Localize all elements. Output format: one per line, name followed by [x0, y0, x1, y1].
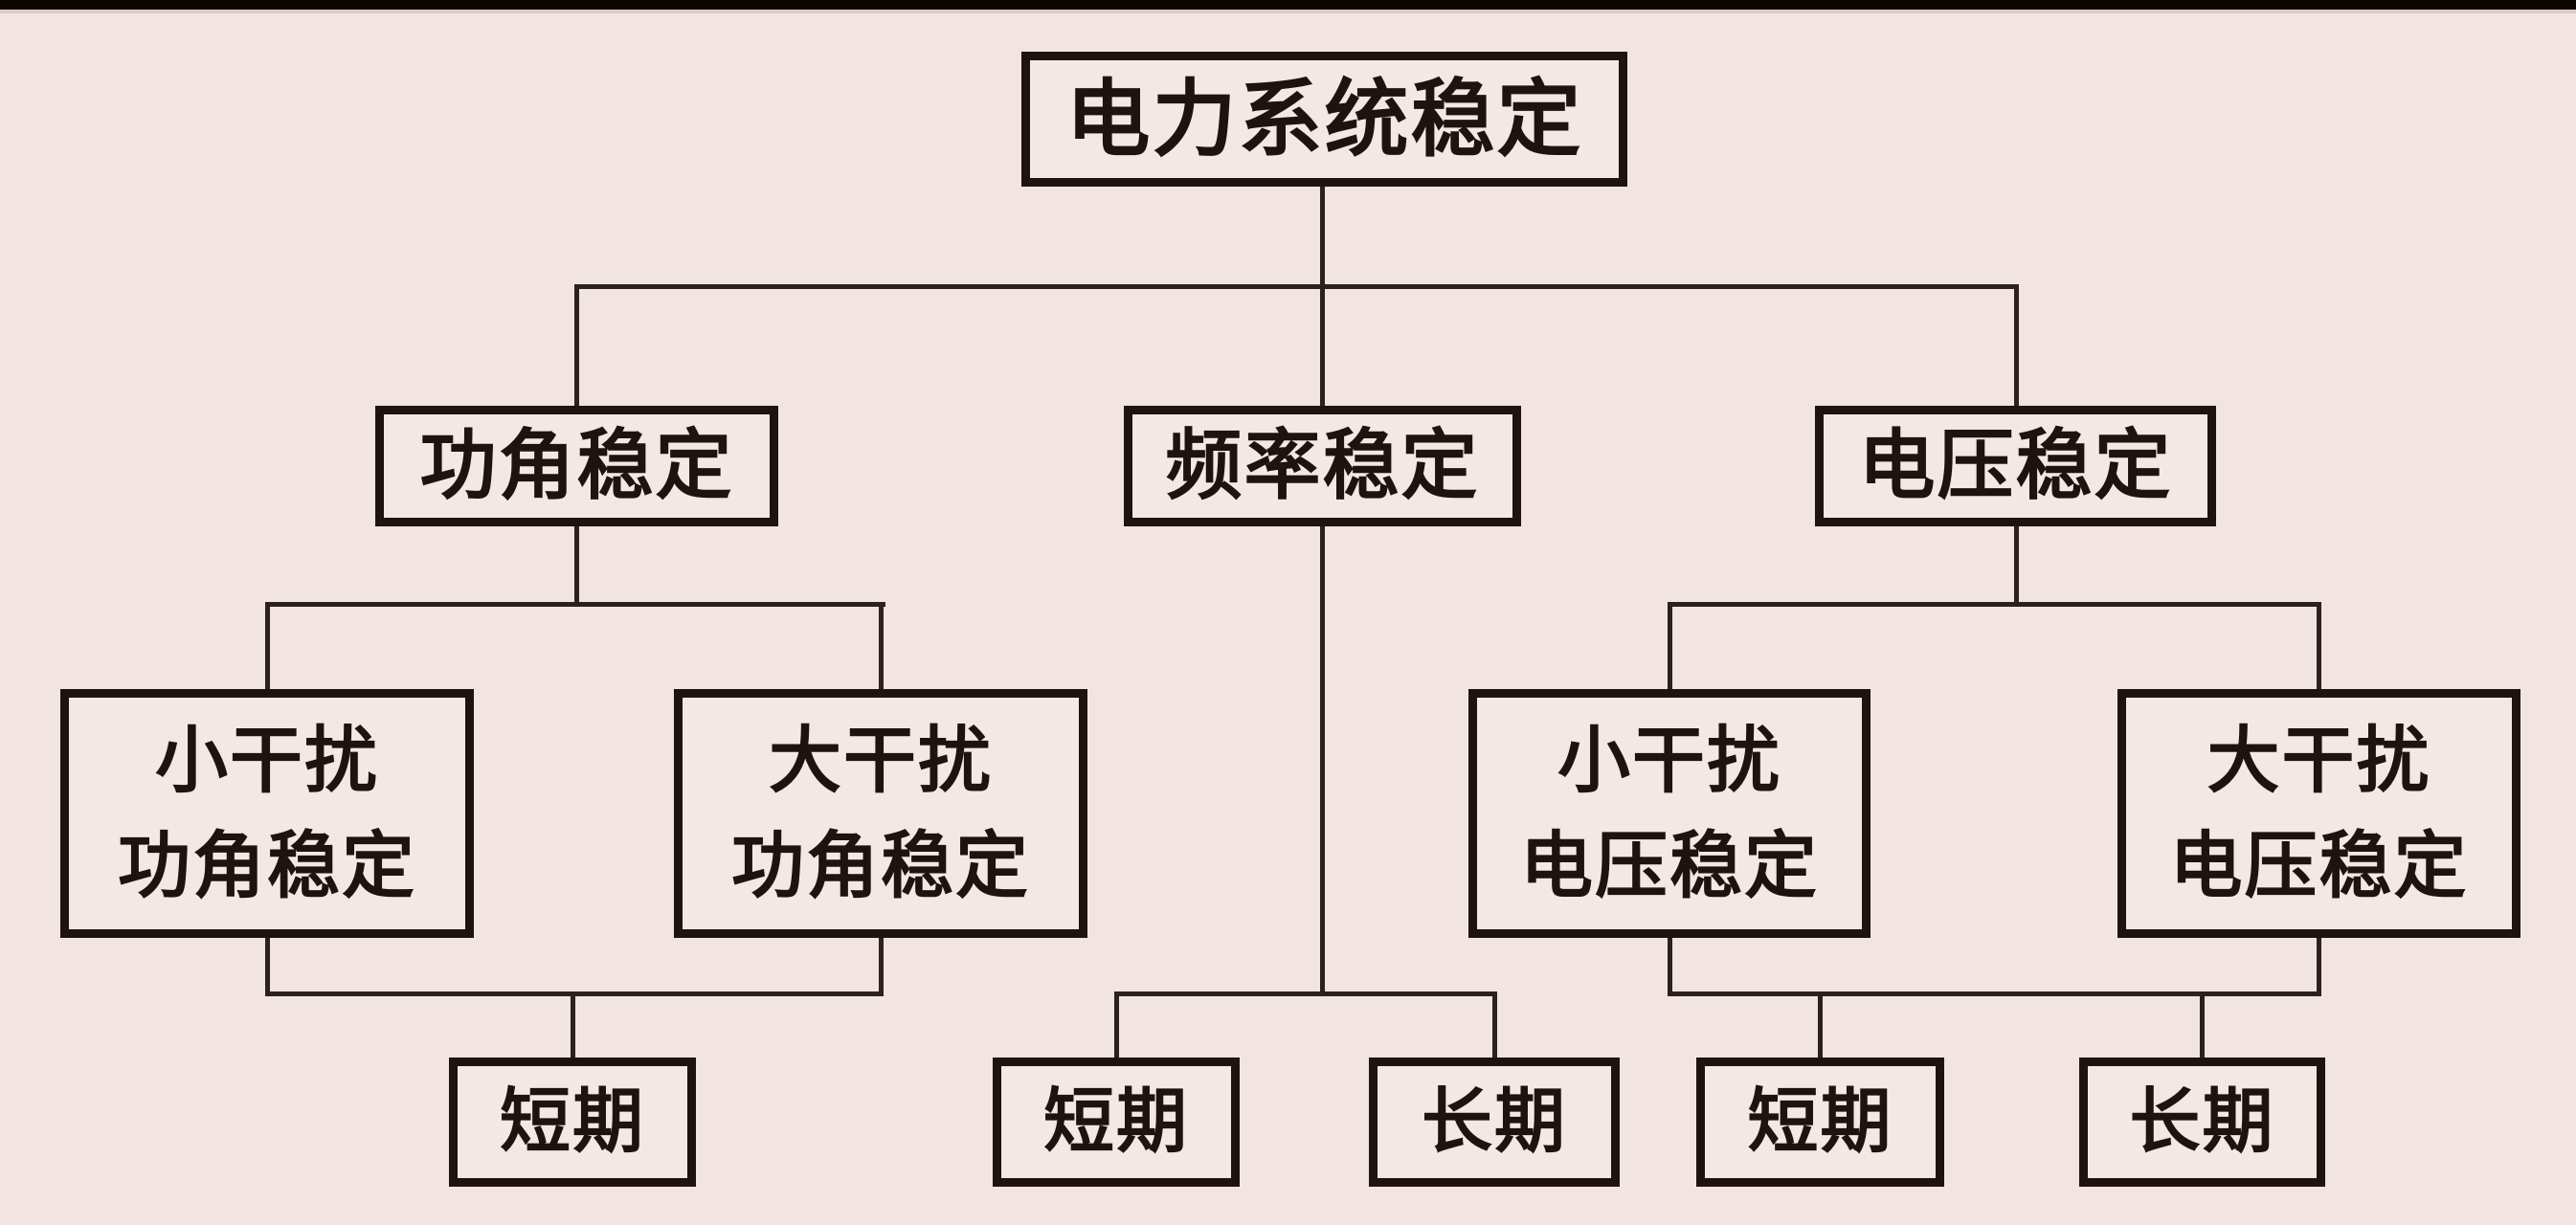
- node-short-term-frequency: 短期: [993, 1058, 1240, 1187]
- connector-frequency-bottom-bus: [1114, 991, 1497, 996]
- node-label-line1: 小干扰: [1557, 717, 1781, 803]
- node-label: 长期: [1422, 1080, 1567, 1164]
- node-long-term-voltage: 长期: [2079, 1058, 2325, 1187]
- node-small-disturbance-voltage: 小干扰 电压稳定: [1468, 689, 1870, 938]
- node-label-line2: 电压稳定: [1520, 823, 1819, 908]
- node-label-line2: 电压稳定: [2169, 823, 2469, 908]
- node-rotor-angle-stability: 功角稳定: [375, 406, 778, 526]
- top-black-strip: [0, 0, 2576, 10]
- node-short-term-voltage: 短期: [1696, 1058, 1944, 1187]
- connector-drop-small-rotor: [265, 602, 270, 689]
- node-small-disturbance-rotor-angle: 小干扰 功角稳定: [60, 689, 474, 938]
- connector-voltage-bus: [1668, 602, 2321, 607]
- connector-small-voltage-down: [1668, 938, 1672, 996]
- node-label: 短期: [500, 1080, 645, 1164]
- node-label-line2: 功角稳定: [731, 823, 1030, 908]
- connector-drop-short-term-3: [1818, 991, 1823, 1058]
- connector-drop-short-term-2: [1114, 991, 1119, 1058]
- node-large-disturbance-voltage: 大干扰 电压稳定: [2117, 689, 2520, 938]
- connector-drop-large-rotor: [879, 602, 884, 689]
- connector-level2-bus: [574, 284, 2019, 289]
- connector-large-rotor-down: [879, 938, 884, 996]
- connector-voltage-stem: [2014, 526, 2019, 607]
- node-label-line1: 大干扰: [769, 717, 993, 803]
- connector-drop-voltage: [2014, 284, 2019, 406]
- connector-large-voltage-down: [2317, 938, 2321, 996]
- connector-drop-rotor-angle: [574, 284, 579, 406]
- node-power-system-stability: 电力系统稳定: [1021, 52, 1627, 187]
- connector-drop-frequency: [1320, 284, 1325, 406]
- connector-voltage-bottom-bus: [1668, 991, 2321, 996]
- connector-drop-long-term-1: [1492, 991, 1497, 1058]
- node-label-line1: 小干扰: [155, 717, 379, 803]
- node-label: 电压稳定: [1858, 421, 2173, 510]
- node-label: 短期: [1043, 1080, 1189, 1164]
- connector-rotor-angle-stem: [574, 526, 579, 607]
- node-label: 电力系统稳定: [1065, 69, 1583, 168]
- connector-rotor-angle-bus: [265, 602, 885, 607]
- node-frequency-stability: 频率稳定: [1124, 406, 1521, 526]
- connector-drop-large-voltage: [2317, 602, 2321, 689]
- node-label-line1: 大干扰: [2206, 717, 2431, 803]
- connector-small-rotor-down: [265, 938, 270, 996]
- node-short-term-rotor-angle: 短期: [449, 1058, 696, 1187]
- connector-frequency-stem: [1320, 526, 1325, 996]
- node-long-term-frequency: 长期: [1369, 1058, 1620, 1187]
- node-voltage-stability: 电压稳定: [1815, 406, 2216, 526]
- node-label: 长期: [2129, 1080, 2275, 1164]
- connector-drop-short-term-1: [571, 991, 575, 1058]
- node-label-line2: 功角稳定: [118, 823, 416, 908]
- node-large-disturbance-rotor-angle: 大干扰 功角稳定: [674, 689, 1087, 938]
- top-strip-highlight: [0, 10, 2576, 13]
- connector-root-stem: [1320, 187, 1325, 286]
- node-label: 短期: [1747, 1080, 1893, 1164]
- node-label: 频率稳定: [1165, 421, 1480, 510]
- node-label: 功角稳定: [419, 421, 734, 510]
- connector-drop-long-term-2: [2200, 991, 2205, 1058]
- connector-drop-small-voltage: [1668, 602, 1672, 689]
